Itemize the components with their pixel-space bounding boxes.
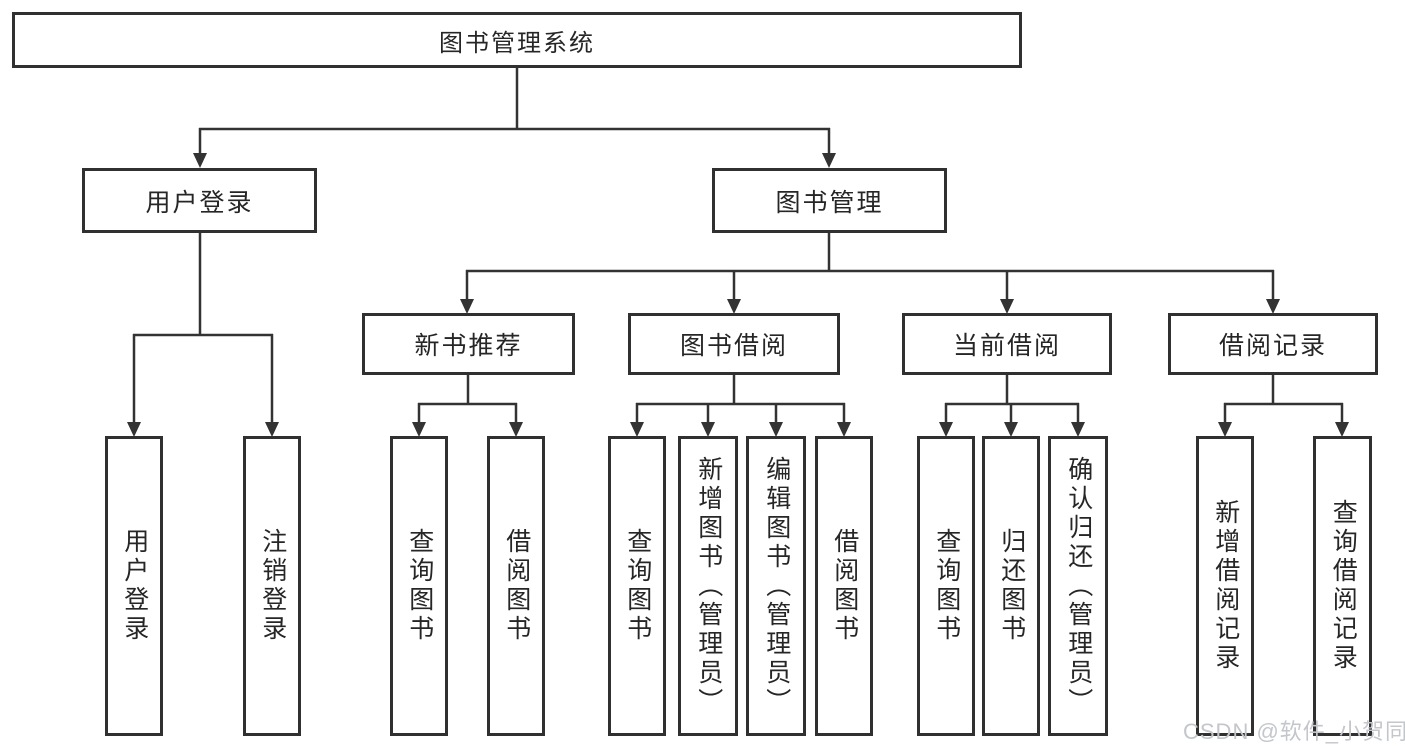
leaf-records-add-record-label: 新增借阅记录: [1211, 499, 1240, 673]
leaf-user-login-label: 用户登录: [120, 528, 149, 644]
leaf-records-query-record: 查询借阅记录: [1313, 436, 1372, 736]
leaf-borrow-borrow-books-label: 借阅图书: [830, 528, 859, 644]
leaf-user-login: 用户登录: [105, 436, 163, 736]
leaf-current-confirm-return-admin-label: 确认归还（管理员）: [1064, 455, 1093, 717]
leaf-current-query-books: 查询图书: [917, 436, 975, 736]
csdn-watermark: CSDN @软件_小贺同学: [1183, 719, 1405, 744]
leaf-borrow-add-books-admin-label: 新增图书（管理员）: [694, 455, 723, 717]
leaf-logout: 注销登录: [243, 436, 301, 736]
leaf-newbook-borrow-books-label: 借阅图书: [502, 528, 531, 644]
leaf-current-query-books-label: 查询图书: [932, 528, 961, 644]
leaf-borrow-query-books: 查询图书: [608, 436, 666, 736]
node-user-login: 用户登录: [82, 168, 317, 233]
leaf-borrow-borrow-books: 借阅图书: [815, 436, 873, 736]
leaf-logout-label: 注销登录: [258, 528, 287, 644]
node-new-book-recommend: 新书推荐: [362, 313, 575, 375]
leaf-records-add-record: 新增借阅记录: [1196, 436, 1254, 736]
leaf-current-confirm-return-admin: 确认归还（管理员）: [1048, 436, 1108, 736]
leaf-borrow-query-books-label: 查询图书: [623, 528, 652, 644]
node-book-management: 图书管理: [712, 168, 947, 233]
leaf-newbook-borrow-books: 借阅图书: [487, 436, 545, 736]
leaf-borrow-edit-books-admin-label: 编辑图书（管理员）: [762, 455, 791, 717]
leaf-borrow-add-books-admin: 新增图书（管理员）: [678, 436, 738, 736]
leaf-newbook-query-books: 查询图书: [390, 436, 448, 736]
leaf-records-query-record-label: 查询借阅记录: [1329, 499, 1358, 673]
node-borrow-records: 借阅记录: [1168, 313, 1378, 375]
node-current-borrow: 当前借阅: [902, 313, 1112, 375]
leaf-borrow-edit-books-admin: 编辑图书（管理员）: [746, 436, 806, 736]
node-book-borrow: 图书借阅: [628, 313, 840, 375]
leaf-newbook-query-books-label: 查询图书: [405, 528, 434, 644]
node-root-library-system: 图书管理系统: [12, 12, 1022, 68]
leaf-current-return-books-label: 归还图书: [997, 528, 1026, 644]
leaf-current-return-books: 归还图书: [982, 436, 1040, 736]
